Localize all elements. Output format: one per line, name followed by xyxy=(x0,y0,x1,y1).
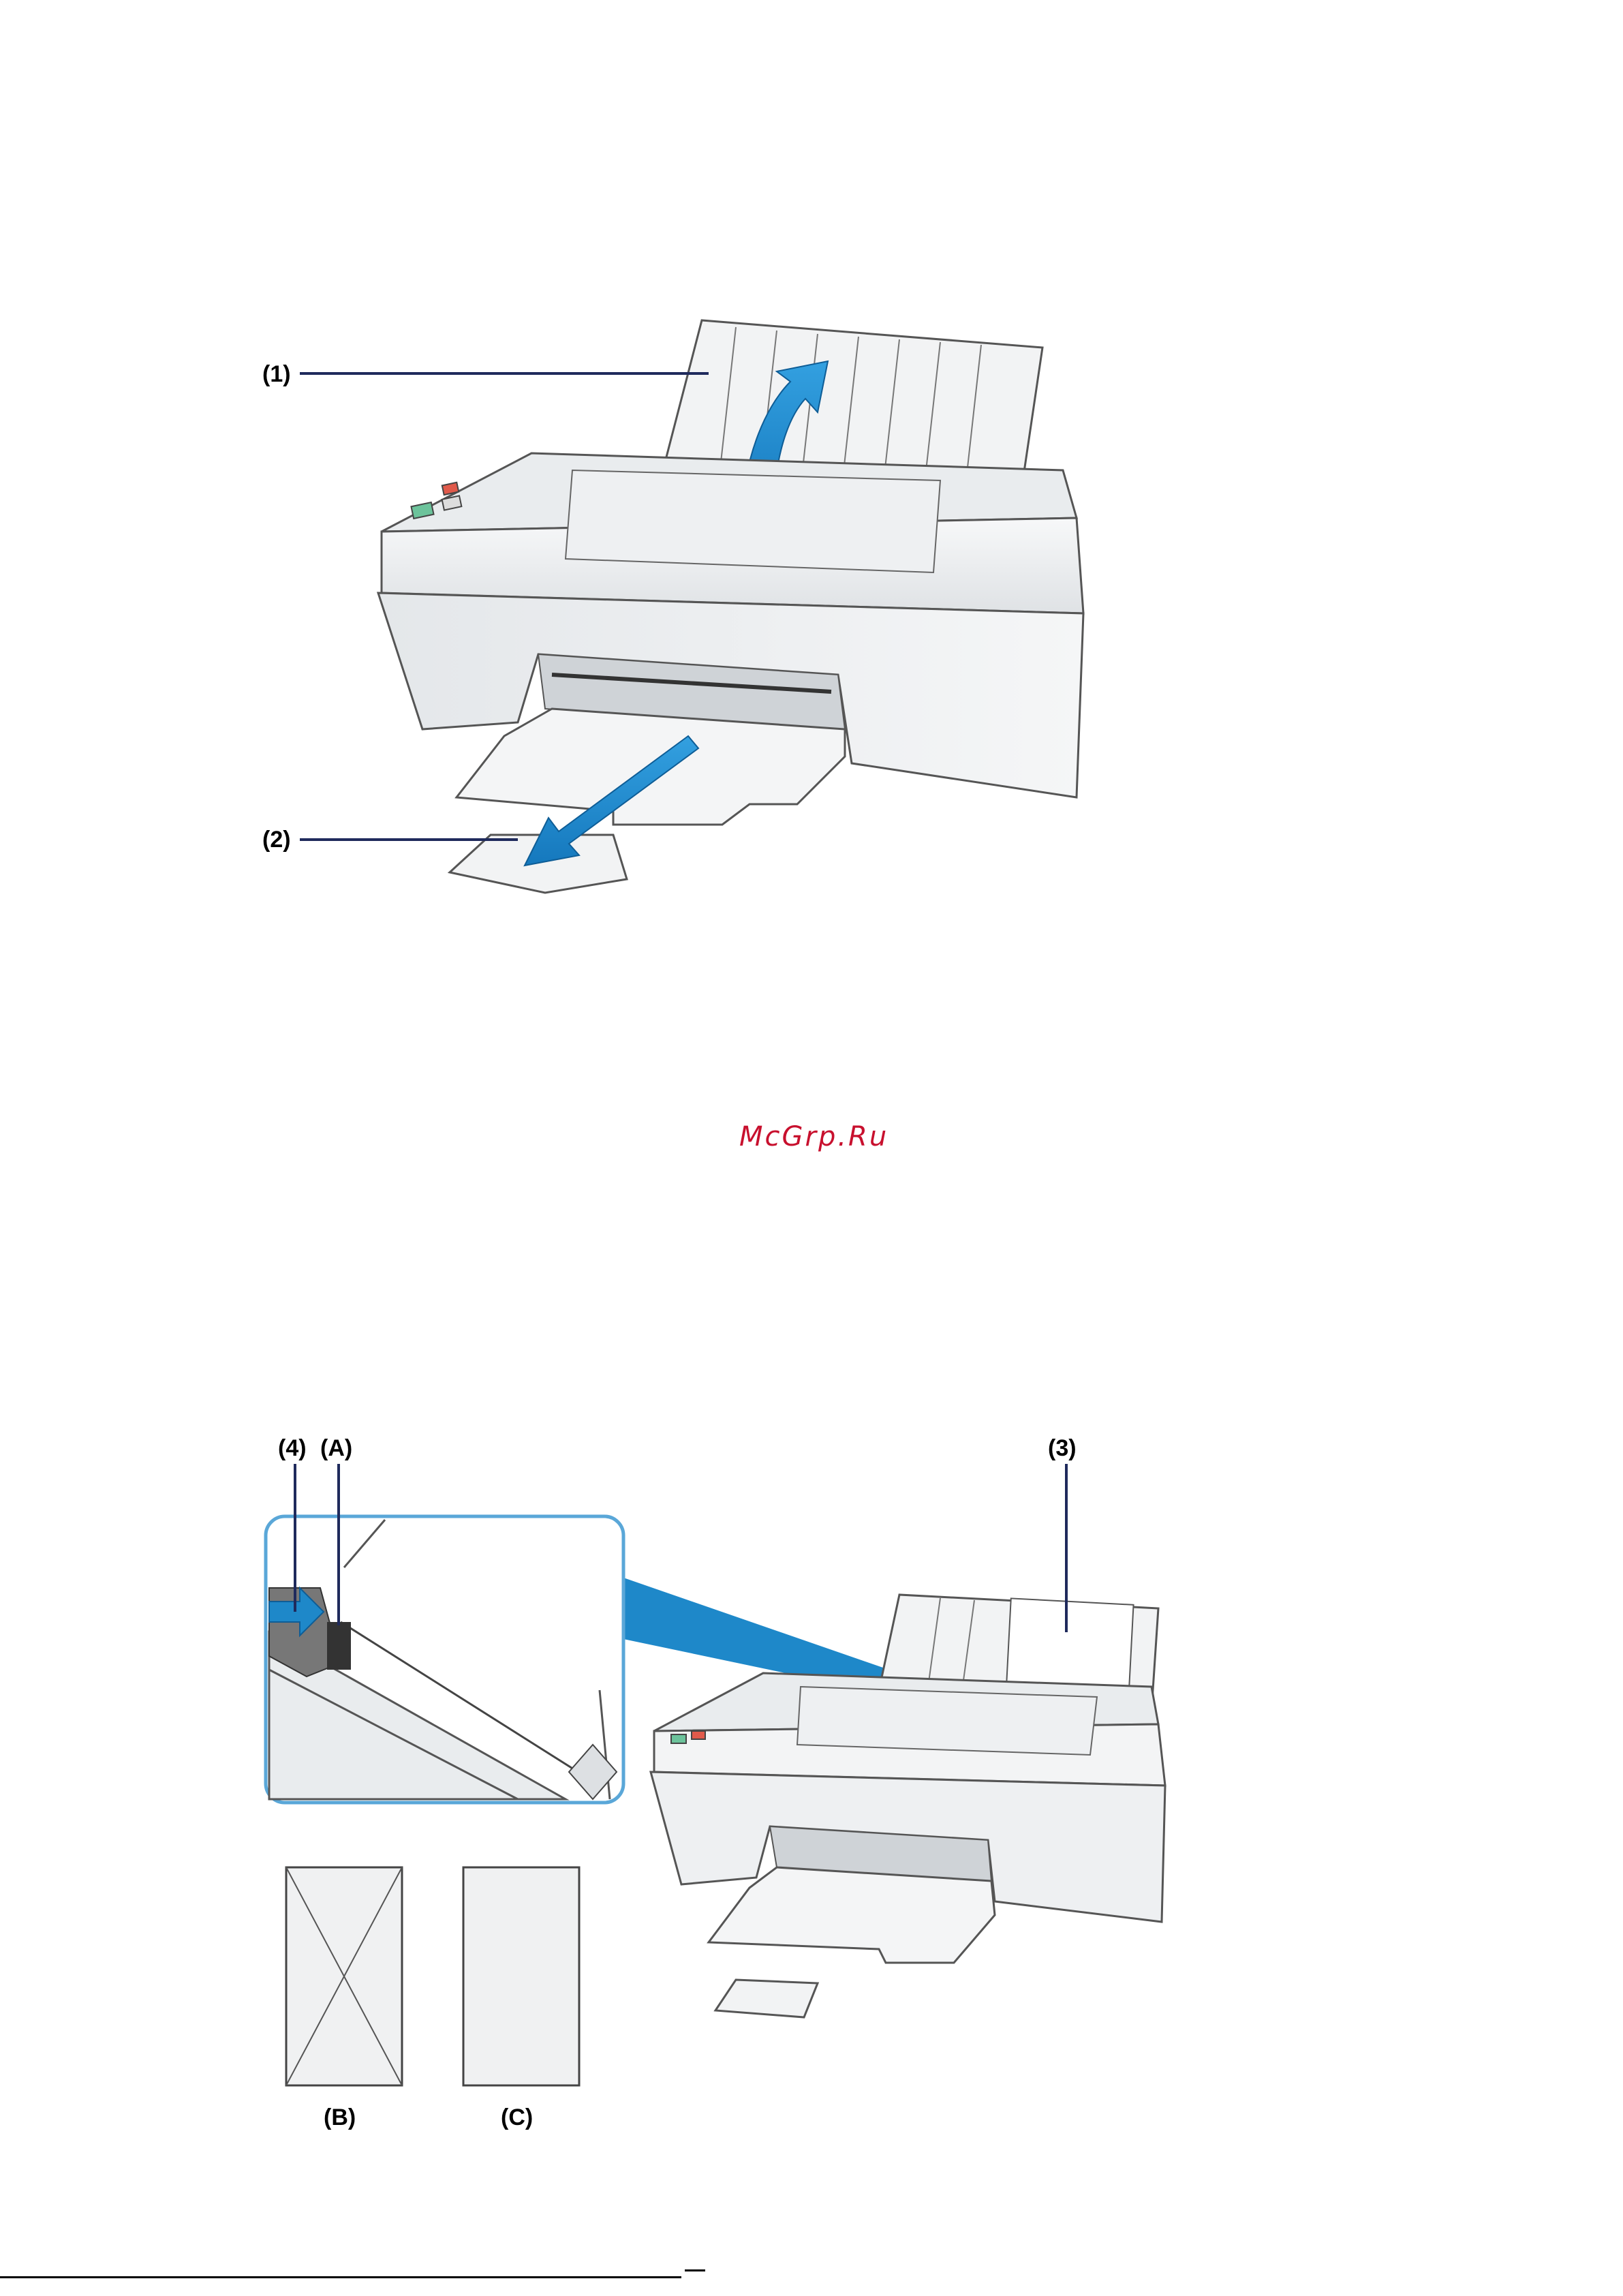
callout-4: (4) xyxy=(278,1437,307,1460)
callout-a: (A) xyxy=(320,1437,352,1460)
footer-mark xyxy=(685,2269,705,2281)
callout-b: (B) xyxy=(324,2106,356,2129)
envelope-c xyxy=(463,1867,579,2085)
footer-rule xyxy=(0,2276,681,2278)
callout-3: (3) xyxy=(1048,1437,1077,1460)
callout-c: (C) xyxy=(501,2106,533,2129)
zoom-inset xyxy=(266,1516,623,1803)
envelope-b xyxy=(286,1867,402,2085)
